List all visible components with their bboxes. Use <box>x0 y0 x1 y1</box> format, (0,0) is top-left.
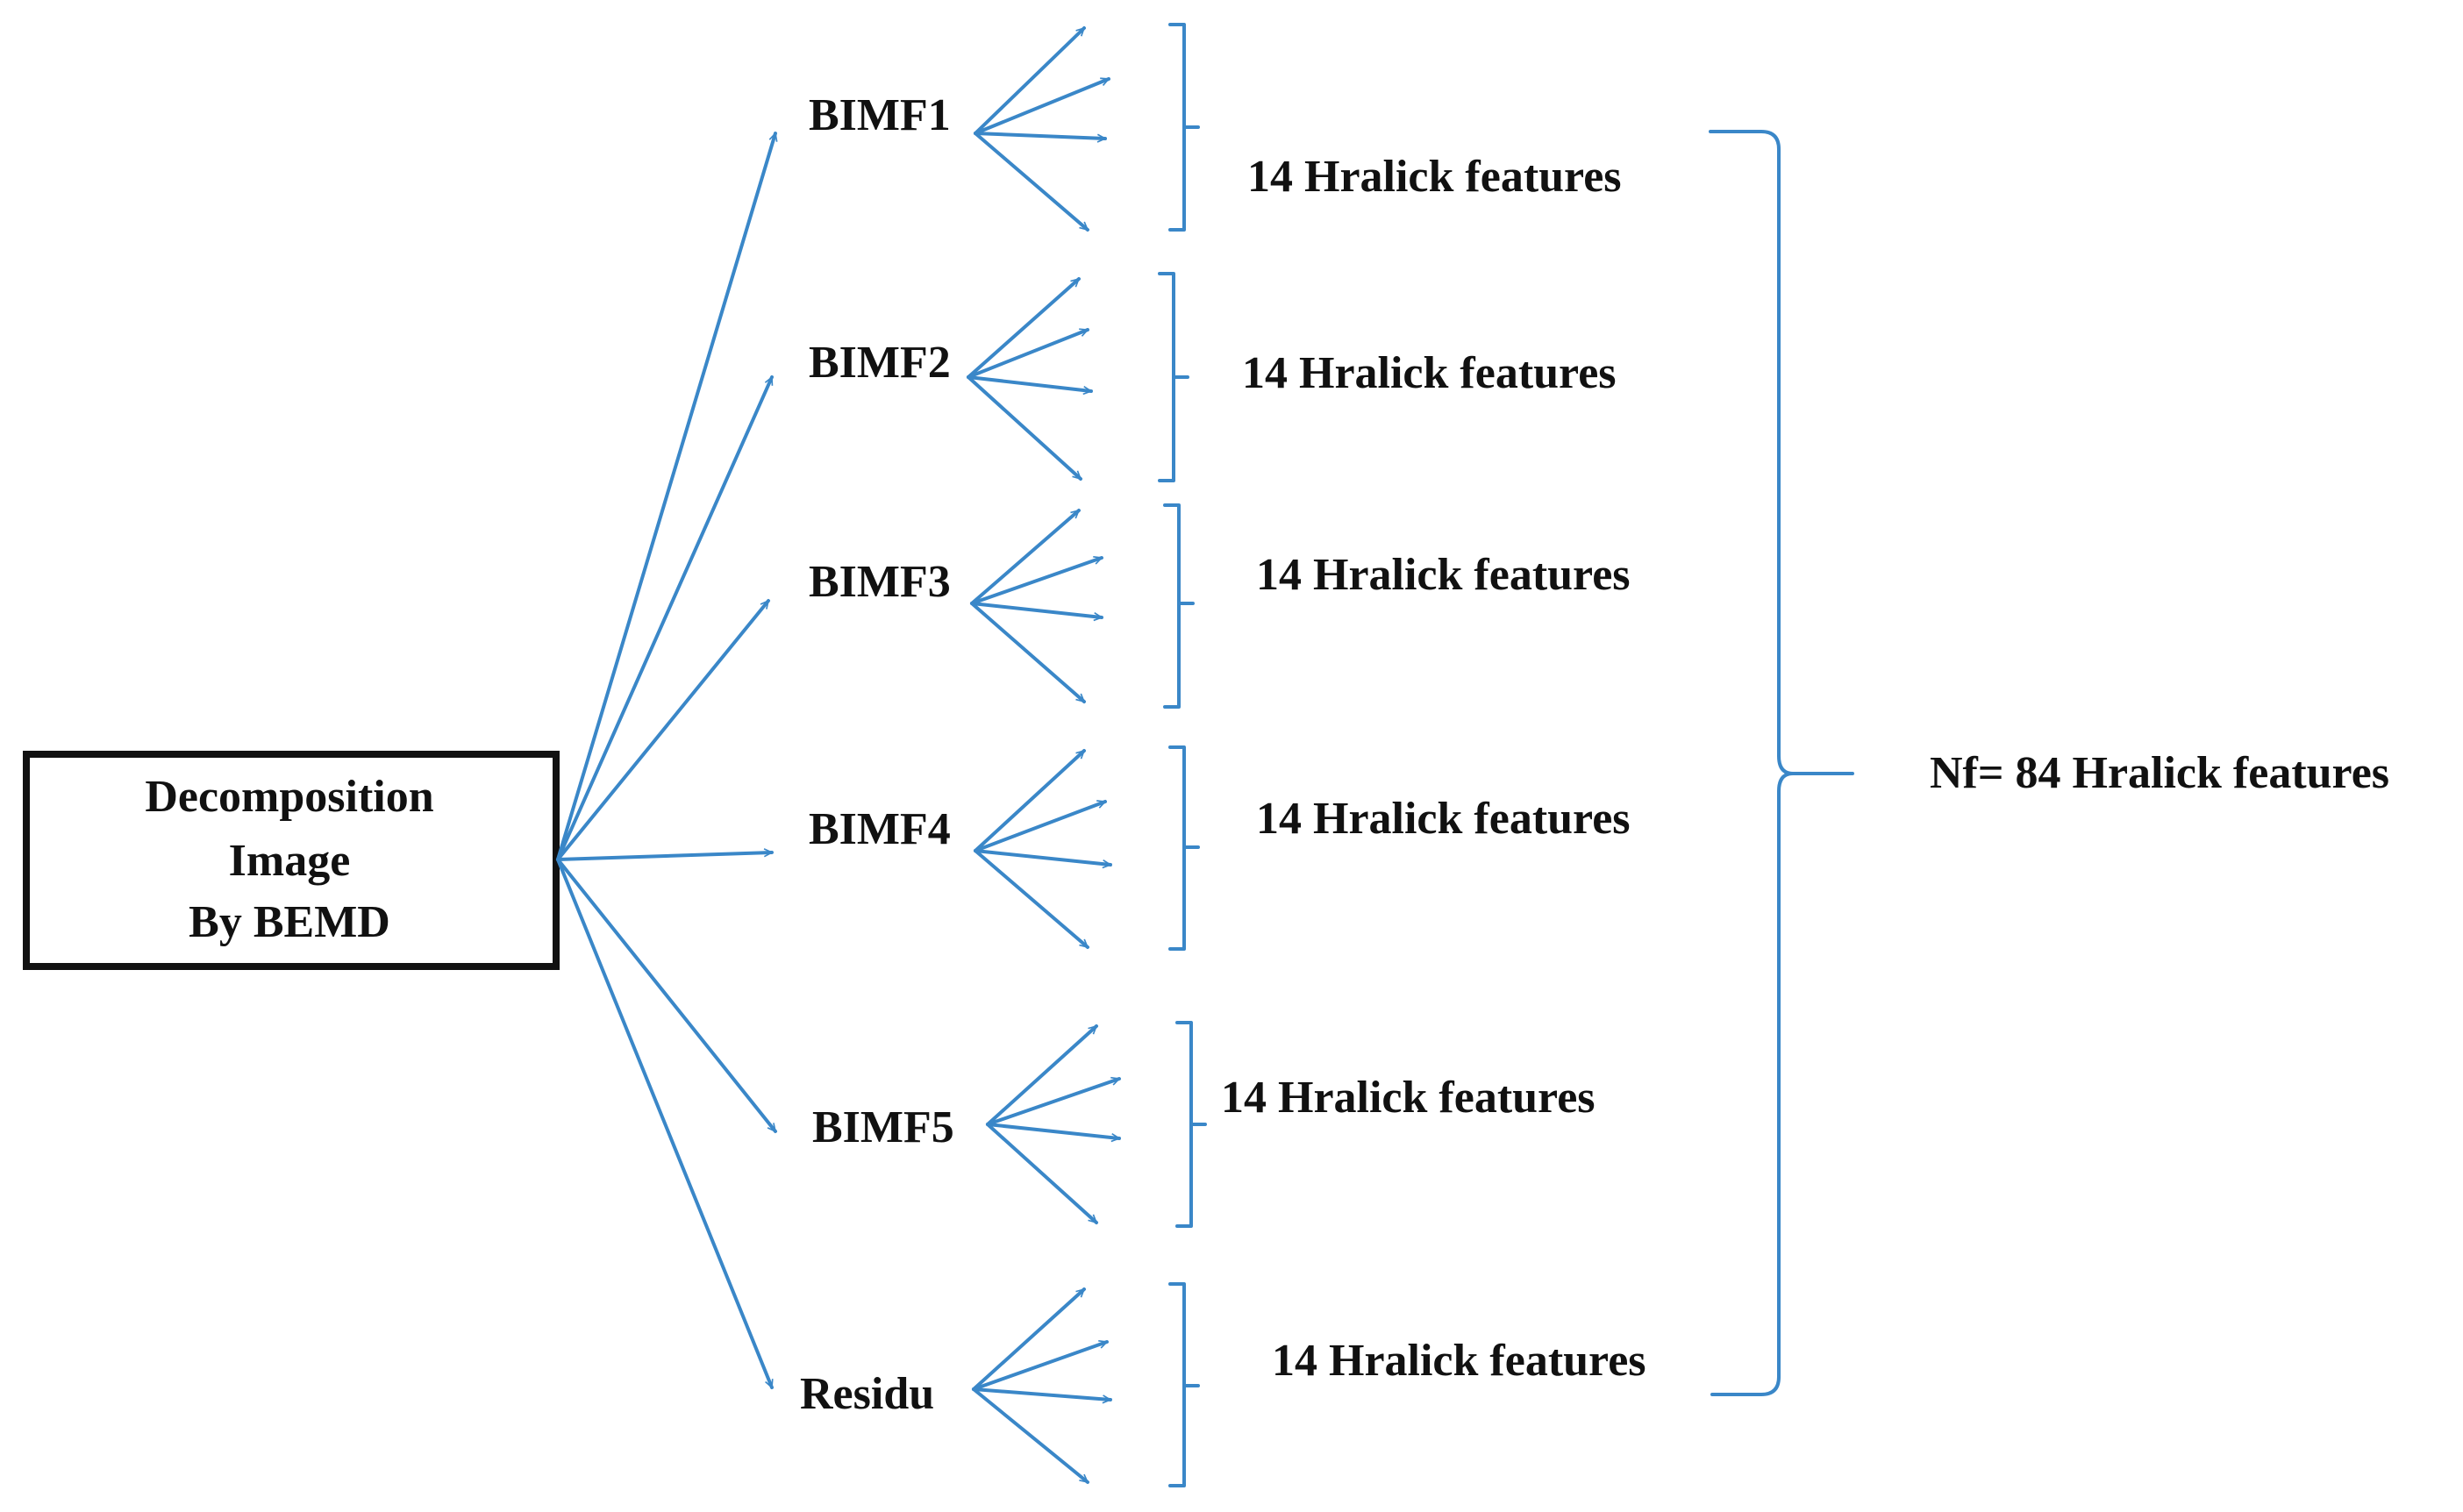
component-bimf2: BIMF2 14 Hralick features <box>809 272 1617 482</box>
source-line-2: Image <box>229 836 351 886</box>
component-brace-bimf3 <box>1163 503 1195 709</box>
features-label-residu: 14 Hralick features <box>1272 1336 1646 1386</box>
fan-arrow <box>974 132 1089 232</box>
total-brace <box>1709 130 1854 1396</box>
source-box-border <box>23 751 560 970</box>
component-bimf4: BIMF4 14 Hralick features <box>809 745 1631 951</box>
component-brace-bimf4 <box>1168 745 1200 951</box>
component-brace-bimf5 <box>1175 1021 1207 1228</box>
component-label-residu: Residu <box>800 1369 934 1419</box>
fan-arrow <box>974 849 1089 949</box>
fan-arrow <box>972 1387 1089 1484</box>
fan-arrow <box>974 800 1107 852</box>
source-line-1: Decomposition <box>145 772 433 822</box>
features-label-bimf3: 14 Hralick features <box>1256 550 1631 600</box>
arrow-to-bimf2 <box>556 375 774 861</box>
source-line-3: By BEMD <box>189 897 390 947</box>
fan-arrow <box>986 1123 1098 1224</box>
fan-arrow <box>986 1079 1121 1126</box>
component-residu: Residu 14 Hralick features <box>800 1282 1646 1487</box>
fan-arrow <box>972 1387 1112 1400</box>
fan-arrow <box>972 1287 1086 1391</box>
source-arrows <box>556 132 777 1389</box>
features-label-bimf2: 14 Hralick features <box>1242 348 1617 398</box>
arrow-to-bimf4 <box>556 852 774 861</box>
fan-arrow <box>970 602 1103 617</box>
fan-arrow <box>974 132 1107 139</box>
source-box: Decomposition Image By BEMD <box>23 751 560 970</box>
features-label-bimf5: 14 Hralick features <box>1221 1073 1596 1123</box>
fan-arrow <box>970 509 1081 605</box>
component-bimf1: BIMF1 14 Hralick features <box>809 23 1622 232</box>
fan-arrow <box>986 1123 1121 1138</box>
features-label-bimf4: 14 Hralick features <box>1256 794 1631 844</box>
component-brace-bimf2 <box>1158 272 1189 482</box>
component-label-bimf3: BIMF3 <box>809 557 951 607</box>
fan-arrow <box>967 328 1089 379</box>
component-label-bimf4: BIMF4 <box>809 804 951 854</box>
component-bimf5: BIMF5 14 Hralick features <box>812 1021 1596 1228</box>
fan-arrow <box>974 849 1112 865</box>
component-brace-residu <box>1168 1282 1200 1487</box>
arrow-to-bimf5 <box>556 858 777 1133</box>
fan-arrow <box>967 277 1081 379</box>
component-bimf3: BIMF3 14 Hralick features <box>809 503 1631 709</box>
fan-arrow <box>974 26 1086 135</box>
fan-arrow <box>972 1342 1109 1391</box>
total-features-label: Nf= 84 Hralick features <box>1930 748 2389 798</box>
fan-arrow <box>967 375 1093 391</box>
arrow-to-bimf1 <box>556 132 775 861</box>
component-label-bimf5: BIMF5 <box>812 1102 954 1152</box>
features-label-bimf1: 14 Hralick features <box>1247 152 1622 202</box>
fan-arrow <box>974 77 1110 135</box>
arrow-to-bimf3 <box>556 599 770 861</box>
fan-arrow <box>970 602 1086 703</box>
component-brace-bimf1 <box>1168 23 1200 232</box>
fan-arrow <box>967 375 1082 481</box>
arrow-to-residu <box>556 858 774 1389</box>
component-label-bimf2: BIMF2 <box>809 338 951 388</box>
fan-arrow <box>974 749 1086 852</box>
fan-arrow <box>970 558 1103 605</box>
component-label-bimf1: BIMF1 <box>809 90 951 140</box>
fan-arrow <box>986 1024 1098 1126</box>
